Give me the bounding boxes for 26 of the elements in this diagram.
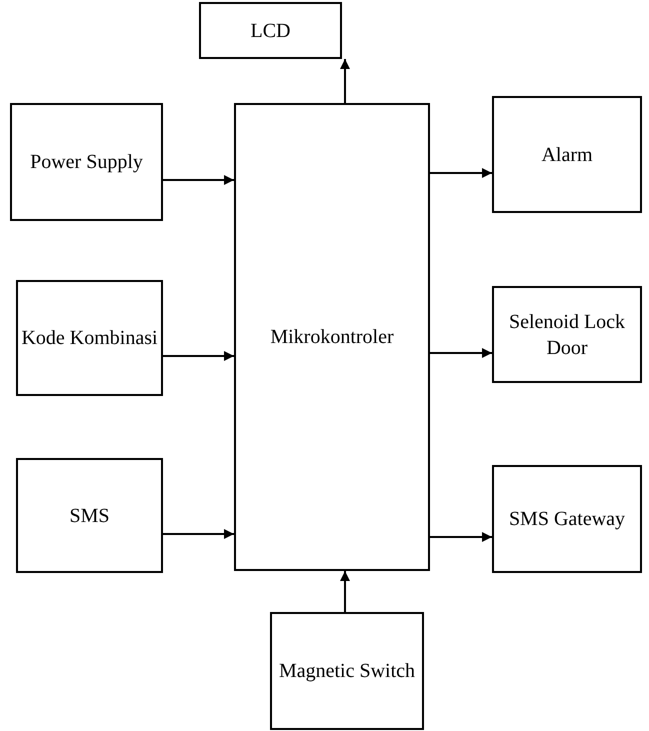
block-label: Magnetic Switch (278, 659, 416, 684)
block-label: LCD (250, 18, 290, 44)
block-label: SMS (69, 504, 110, 528)
block (16, 280, 163, 396)
block (16, 458, 163, 573)
block (270, 612, 424, 730)
arrow (340, 59, 350, 103)
arrow (340, 571, 350, 612)
block-label: Kode Kombinasi (21, 326, 158, 351)
block (199, 2, 342, 59)
block-label: Power Supply (30, 150, 143, 175)
block-label: Alarm (541, 142, 593, 168)
block-label: Mikrokontroler (270, 325, 394, 350)
microcontroller-block (234, 103, 430, 571)
arrow (430, 348, 492, 358)
block-label: SMS Gateway (508, 507, 626, 532)
arrow (163, 351, 234, 361)
arrow (163, 529, 234, 539)
block-label: Selenoid Lock Door (508, 310, 626, 360)
arrow (163, 175, 234, 185)
block (492, 96, 642, 213)
arrow (430, 532, 492, 542)
block (492, 465, 642, 573)
block (10, 103, 163, 221)
arrow (430, 168, 492, 178)
block (492, 286, 642, 383)
